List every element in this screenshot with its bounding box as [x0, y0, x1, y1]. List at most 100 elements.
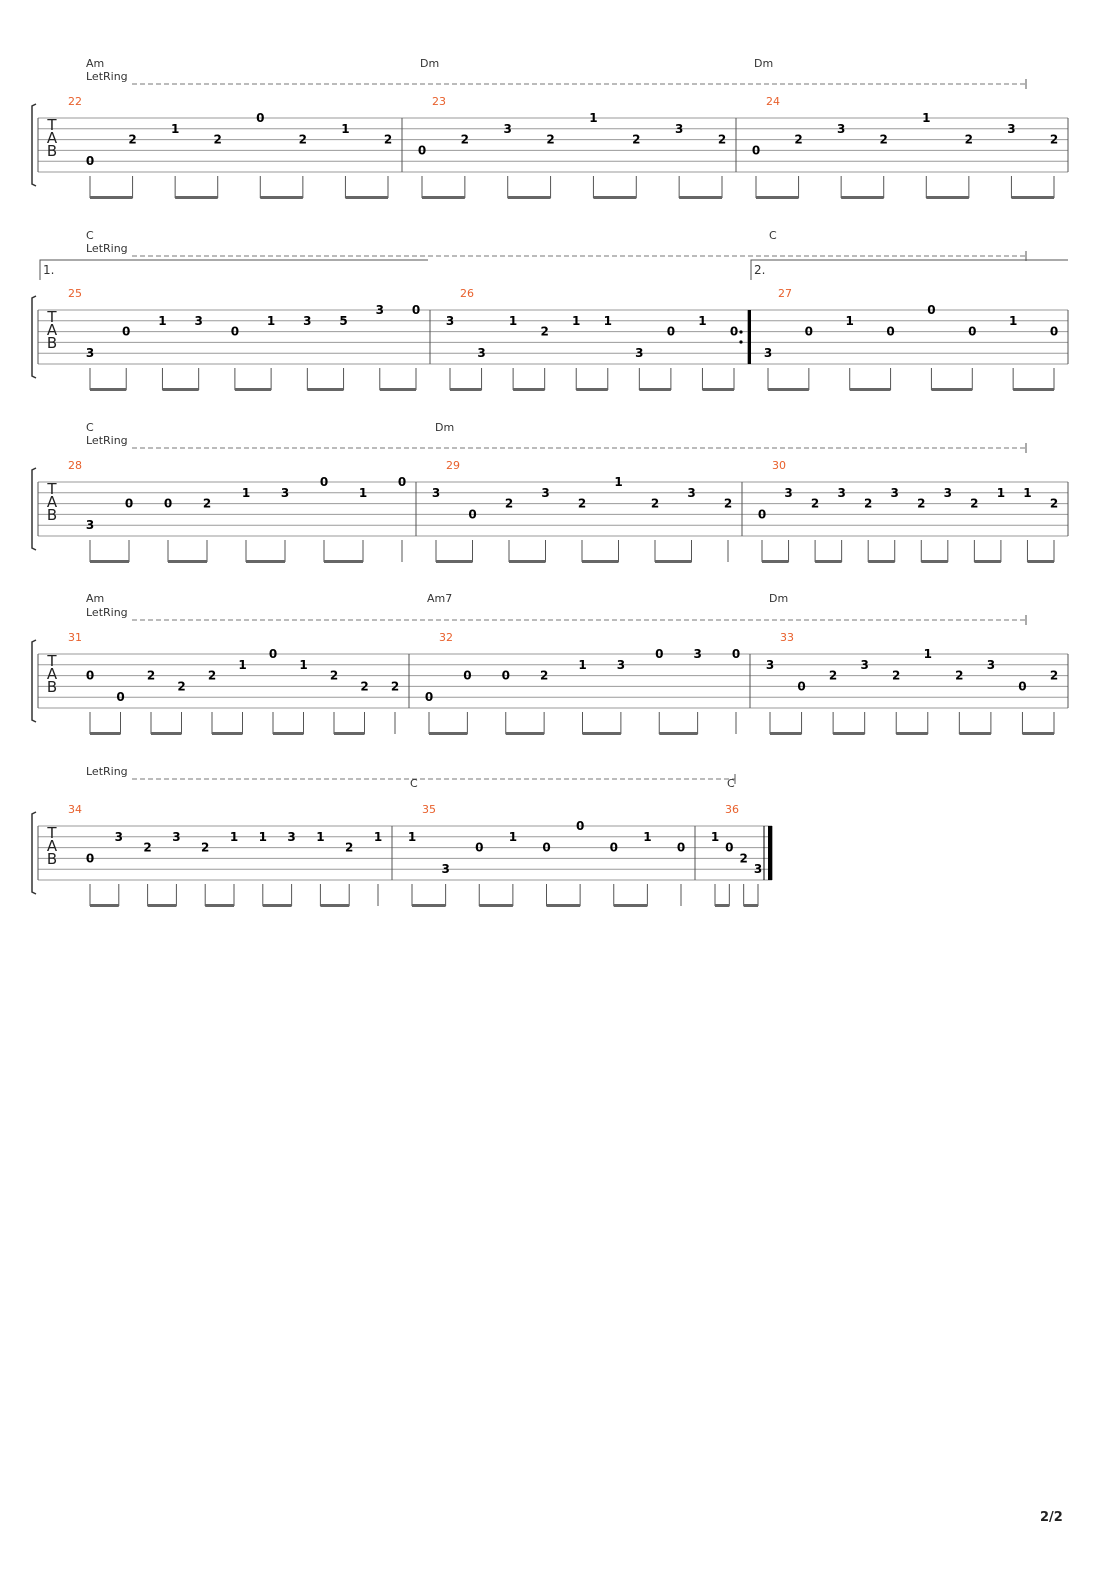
tab-note: 1: [267, 314, 275, 328]
tab-note: 0: [886, 325, 894, 339]
measure-number: 36: [725, 803, 739, 816]
tab-clef-letter: T: [46, 480, 57, 498]
system-bracket: [31, 103, 37, 187]
tab-note: 0: [256, 111, 264, 125]
measure-number: 28: [68, 459, 82, 472]
system-bracket: [31, 639, 37, 723]
tab-note: 3: [635, 346, 643, 360]
measure-number: 23: [432, 95, 446, 108]
tab-note: 2: [345, 841, 353, 855]
note-beam: [926, 196, 969, 199]
tab-note: 1: [604, 314, 612, 328]
volta-bracket: [750, 259, 1068, 280]
note-beam: [868, 560, 895, 563]
volta-number: 1.: [43, 263, 54, 277]
note-beam: [379, 388, 416, 391]
tab-note: 1: [374, 830, 382, 844]
note-beam: [715, 904, 730, 907]
tab-note: 2: [1050, 497, 1058, 511]
tab-note: 0: [732, 647, 740, 661]
tab-note: 3: [944, 486, 952, 500]
tab-note: 0: [116, 690, 124, 704]
repeat-dot: [739, 340, 743, 344]
note-beam: [168, 560, 207, 563]
tab-note: 2: [177, 679, 185, 693]
tab-note: 2: [203, 497, 211, 511]
tab-note: 0: [122, 325, 130, 339]
let-ring-label: LetRing: [86, 765, 128, 778]
tab-note: 2: [880, 133, 888, 147]
tab-note: 2: [128, 133, 136, 147]
tab-clef-letter: B: [47, 334, 57, 352]
note-beam: [90, 732, 121, 735]
chord-name: C: [86, 421, 94, 434]
note-beam: [324, 560, 363, 563]
tab-note: 2: [360, 679, 368, 693]
tab-note: 0: [164, 497, 172, 511]
tab-note: 2: [505, 497, 513, 511]
tab-note: 2: [540, 669, 548, 683]
tab-note: 3: [504, 122, 512, 136]
tab-note: 2: [391, 679, 399, 693]
tab-note: 2: [540, 325, 548, 339]
tab-clef-letter: B: [47, 506, 57, 524]
tab-note: 0: [269, 647, 277, 661]
measure-number: 22: [68, 95, 82, 108]
tab-note: 3: [432, 486, 440, 500]
tab-note: 3: [172, 830, 180, 844]
tab-note: 3: [837, 486, 845, 500]
volta-number: 2.: [754, 263, 765, 277]
tab-note: 1: [171, 122, 179, 136]
note-beam: [507, 196, 551, 199]
tab-note: 0: [398, 475, 406, 489]
tab-clef-letter: A: [47, 493, 58, 511]
tab-note: 2: [147, 669, 155, 683]
tab-note: 0: [758, 507, 766, 521]
note-beam: [546, 904, 581, 907]
tab-note: 1: [578, 658, 586, 672]
tab-note: 3: [675, 122, 683, 136]
tab-note: 1: [924, 647, 932, 661]
repeat-dot: [739, 330, 743, 334]
chord-name: C: [410, 777, 418, 790]
note-beam: [921, 560, 948, 563]
tab-note: 0: [463, 669, 471, 683]
tab-note: 1: [614, 475, 622, 489]
tab-note: 1: [1009, 314, 1017, 328]
tab-note: 0: [968, 325, 976, 339]
chord-name: Am7: [427, 592, 452, 605]
note-beam: [412, 904, 446, 907]
tab-note: 2: [970, 497, 978, 511]
tab-note: 1: [572, 314, 580, 328]
measure-number: 29: [446, 459, 460, 472]
tab-note: 2: [724, 497, 732, 511]
tab-note: 2: [384, 133, 392, 147]
tab-note: 0: [86, 669, 94, 683]
note-beam: [513, 388, 545, 391]
note-beam: [436, 560, 473, 563]
tab-note: 1: [316, 830, 324, 844]
tab-note: 0: [125, 497, 133, 511]
note-beam: [273, 732, 304, 735]
note-beam: [1011, 196, 1054, 199]
tab-note: 0: [725, 841, 733, 855]
tab-note: 3: [86, 518, 94, 532]
note-beam: [679, 196, 722, 199]
tab-note: 0: [1018, 679, 1026, 693]
tab-note: 2: [892, 669, 900, 683]
chord-name: Dm: [435, 421, 454, 434]
tab-note: 1: [408, 830, 416, 844]
tab-note: 2: [718, 133, 726, 147]
tab-note: 0: [231, 325, 239, 339]
tab-clef-letter: B: [47, 678, 57, 696]
volta-bracket: [39, 259, 428, 280]
system-bracket: [31, 295, 37, 379]
tab-note: 2: [578, 497, 586, 511]
tab-note: 3: [115, 830, 123, 844]
tab-note: 1: [359, 486, 367, 500]
tab-note: 2: [651, 497, 659, 511]
note-beam: [147, 904, 177, 907]
tab-note: 0: [927, 303, 935, 317]
note-beam: [450, 388, 482, 391]
